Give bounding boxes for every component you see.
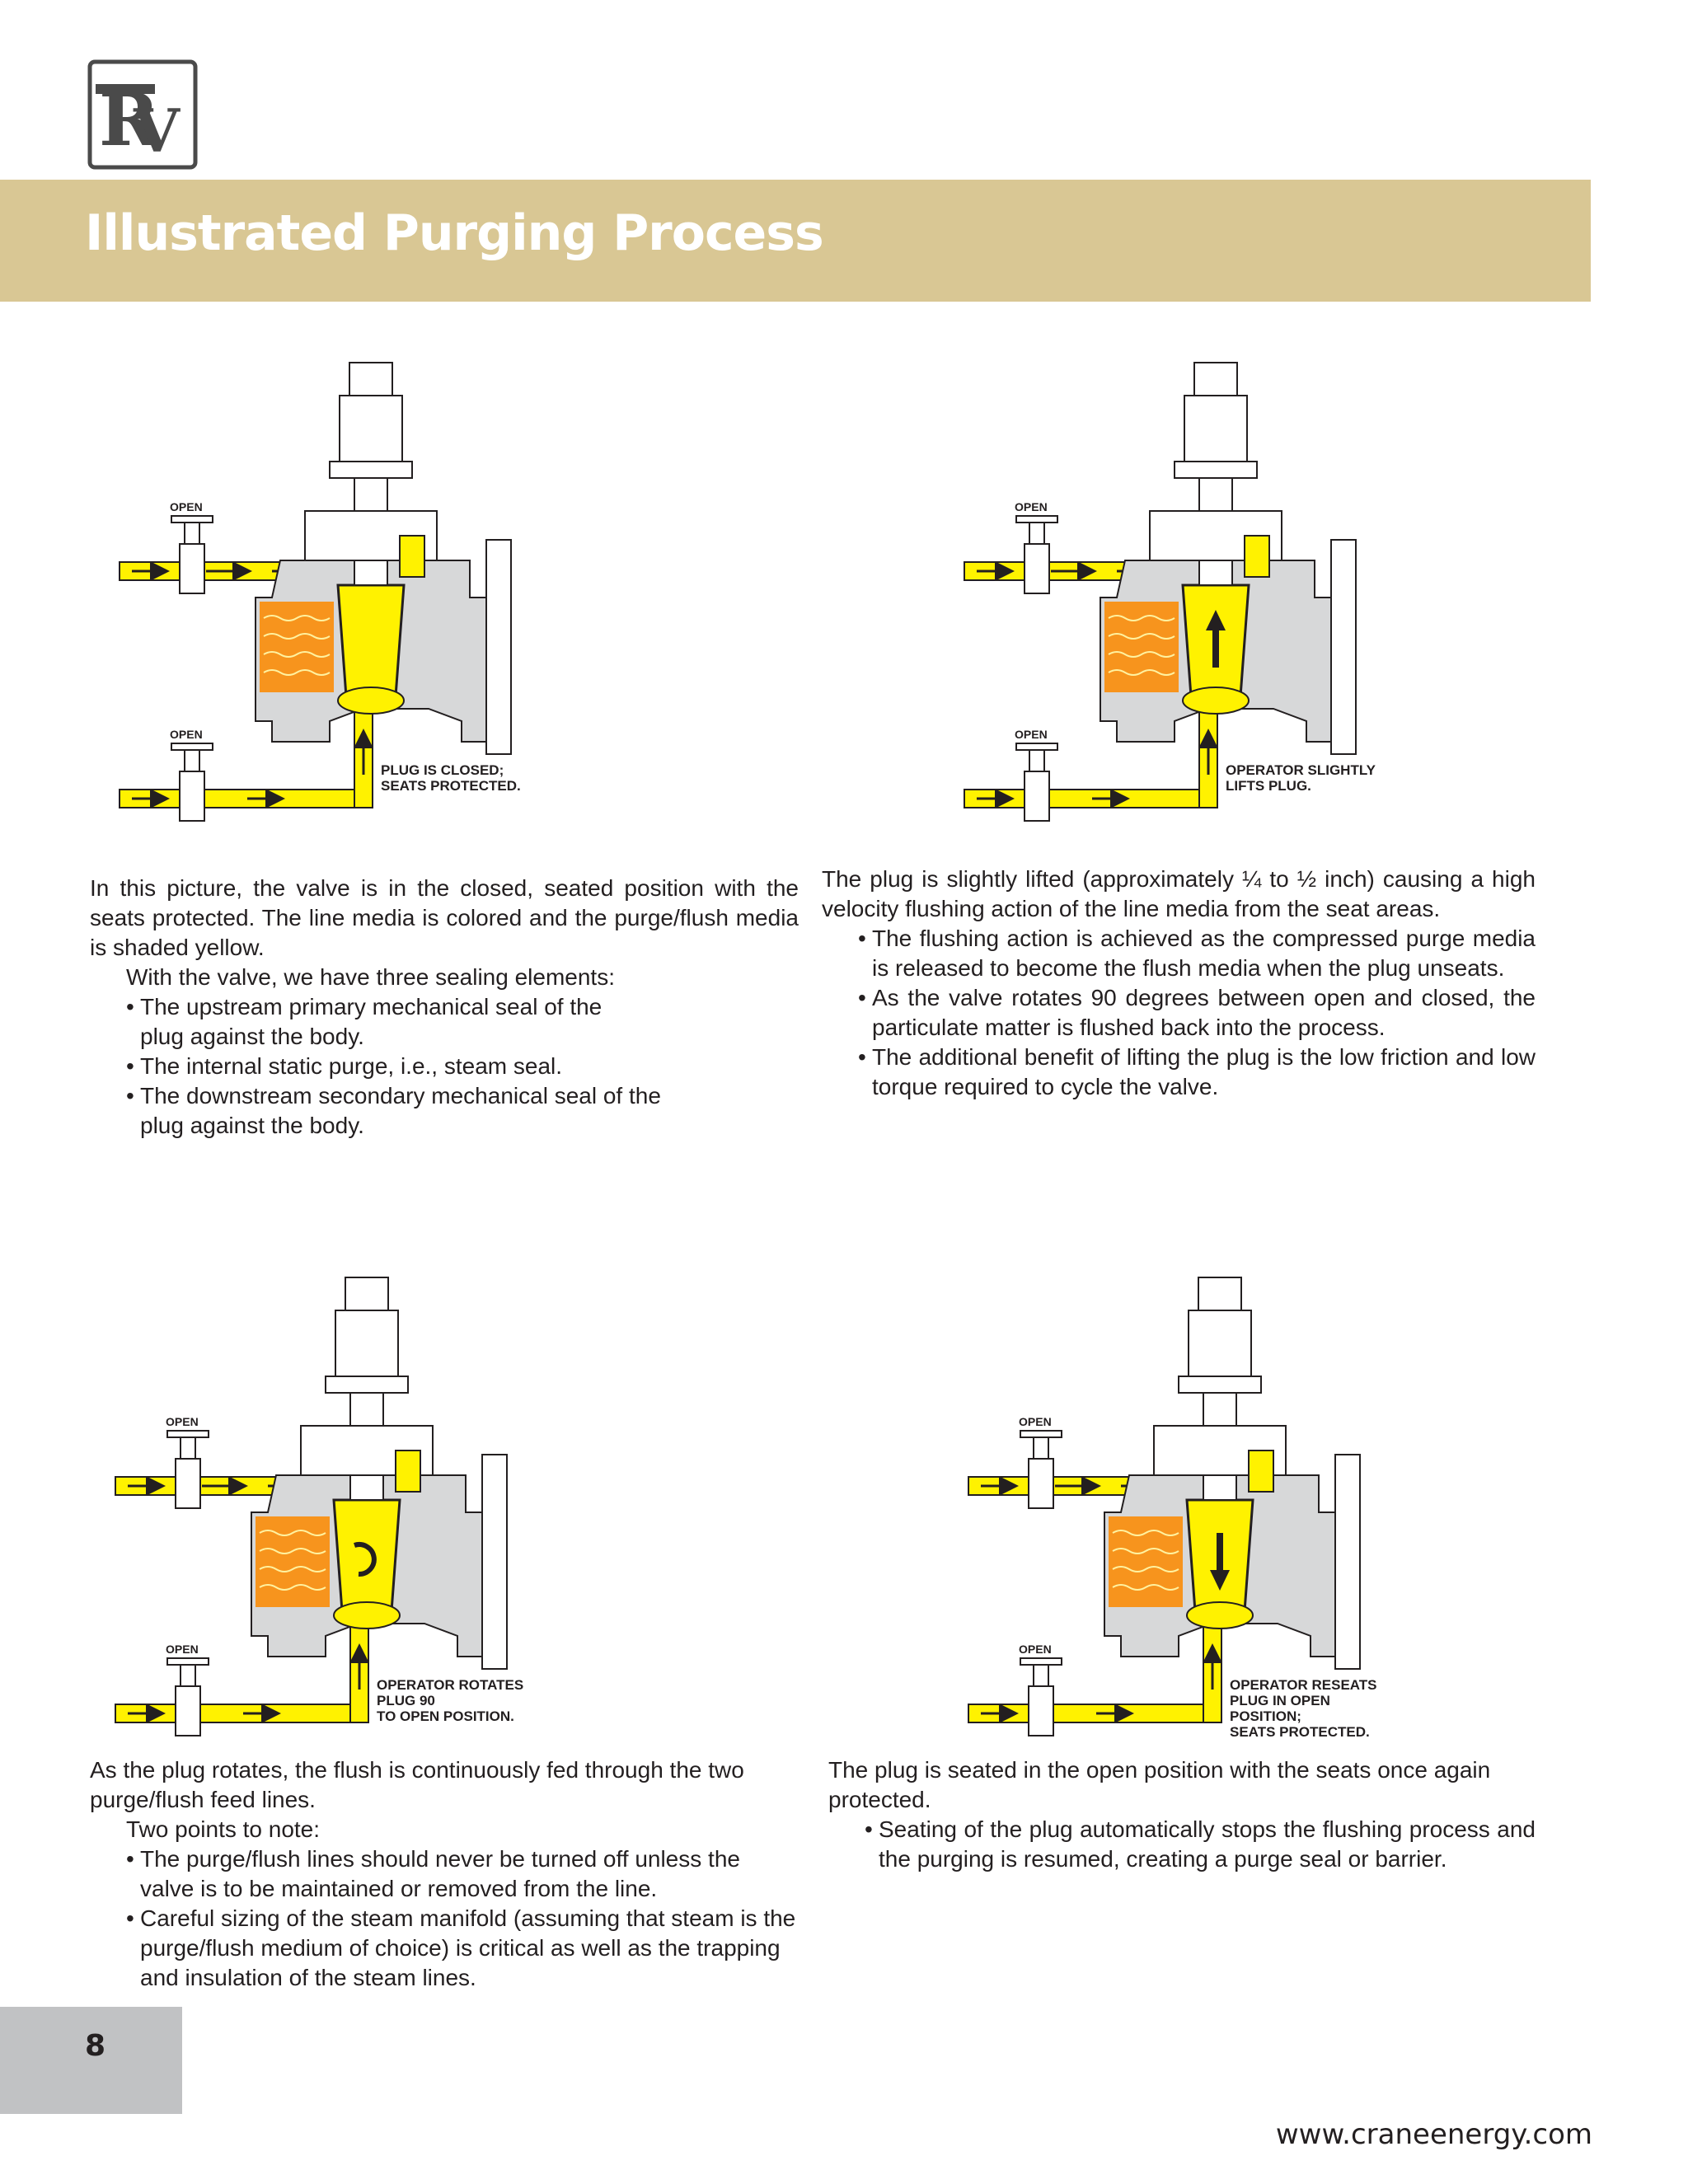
seat-arrow-icon (1210, 1533, 1230, 1591)
page-number: 8 (85, 2029, 106, 2063)
bullet-item: Seating of the plug automatically stops … (828, 1815, 1536, 1874)
valve-diagram-svg: OPEN OPEN PLUG IS CLOSED;SEATS PROTECTED… (119, 362, 521, 822)
caption-line: PLUG IN OPEN (1230, 1693, 1330, 1708)
caption-line: OPERATOR RESEATS (1230, 1677, 1377, 1693)
valve-label-lower: OPEN (170, 728, 203, 741)
section-intro: In this picture, the valve is in the clo… (90, 875, 799, 960)
valve-label-upper: OPEN (166, 1415, 199, 1428)
section-rotate: As the plug rotates, the flush is contin… (90, 1755, 799, 1993)
bullet-list: The upstream primary mechanical seal of … (90, 992, 799, 1141)
bullet-item: The additional benefit of lifting the pl… (822, 1043, 1536, 1102)
caption-line: OPERATOR SLIGHTLY (1226, 762, 1376, 778)
caption-line: OPERATOR ROTATES (377, 1677, 523, 1693)
valve-label-upper: OPEN (1015, 500, 1048, 513)
bullet-item: The flushing action is achieved as the c… (822, 924, 1536, 983)
bullet-item: The downstream secondary mechanical seal… (90, 1081, 684, 1141)
caption-line: SEATS PROTECTED. (1230, 1724, 1370, 1740)
valve-label-lower: OPEN (166, 1643, 199, 1656)
section-closed: In this picture, the valve is in the clo… (90, 874, 799, 1141)
section-intro: The plug is seated in the open position … (828, 1757, 1491, 1812)
bullet-item: The purge/flush lines should never be tu… (90, 1844, 799, 1904)
bullet-item: As the valve rotates 90 degrees between … (822, 983, 1536, 1043)
caption-line: LIFTS PLUG. (1226, 778, 1311, 794)
section-lead: With the valve, we have three sealing el… (126, 964, 615, 990)
section-intro: As the plug rotates, the flush is contin… (90, 1757, 744, 1812)
website-url: www.craneenergy.com (1275, 2118, 1592, 2151)
valve-label-lower: OPEN (1015, 728, 1048, 741)
diagram-caption: PLUG IS CLOSED;SEATS PROTECTED. (381, 762, 521, 794)
rotate-arrow-icon (354, 1542, 377, 1577)
caption-line: POSITION; (1230, 1708, 1301, 1724)
lift-arrow-icon (1206, 610, 1226, 668)
bullet-item: Careful sizing of the steam manifold (as… (90, 1904, 799, 1993)
bullet-item: The internal static purge, i.e., steam s… (90, 1052, 799, 1081)
bullet-item: The upstream primary mechanical seal of … (90, 992, 651, 1052)
bullet-list: The flushing action is achieved as the c… (822, 924, 1536, 1102)
valve-label-lower: OPEN (1019, 1643, 1052, 1656)
caption-line: SEATS PROTECTED. (381, 778, 521, 794)
rv-logo: R V (87, 59, 198, 170)
caption-line: TO OPEN POSITION. (377, 1708, 514, 1724)
title-band (0, 180, 1591, 302)
section-reseat: The plug is seated in the open position … (828, 1755, 1536, 1874)
caption-line: PLUG 90 (377, 1693, 435, 1708)
svg-text:V: V (133, 96, 181, 166)
caption-line: PLUG IS CLOSED; (381, 762, 504, 778)
diagram-closed: OPEN OPEN PLUG IS CLOSED;SEATS PROTECTED… (115, 346, 709, 841)
valve-label-upper: OPEN (170, 500, 203, 513)
valve-label-upper: OPEN (1019, 1415, 1052, 1428)
section-lead: Two points to note: (126, 1816, 321, 1842)
page-title: Illustrated Purging Process (85, 204, 824, 262)
page-number-box (0, 2007, 182, 2114)
section-lift: The plug is slightly lifted (approximate… (822, 865, 1536, 1102)
bullet-list: Seating of the plug automatically stops … (828, 1815, 1536, 1874)
section-intro: The plug is slightly lifted (approximate… (822, 866, 1536, 921)
bullet-list: The purge/flush lines should never be tu… (90, 1844, 799, 1993)
